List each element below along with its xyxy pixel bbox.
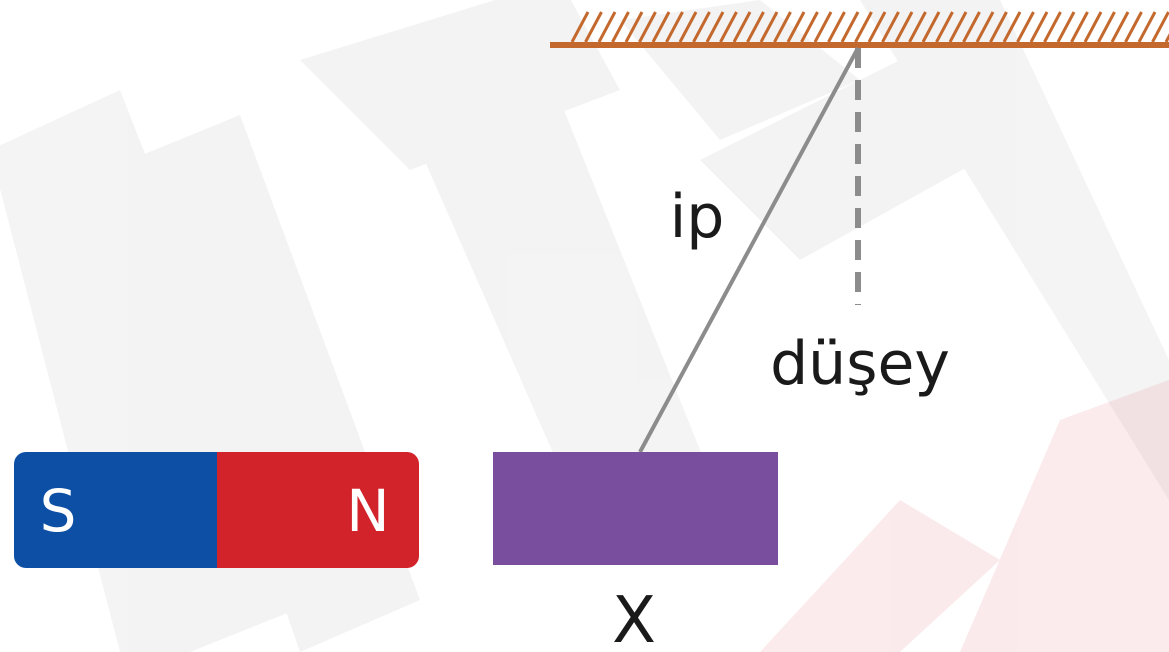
- ceiling-hatch: [1043, 11, 1062, 43]
- ceiling-hatch: [800, 11, 819, 43]
- ceiling-hatch: [1110, 11, 1130, 43]
- ceiling-hatch: [962, 11, 981, 43]
- ceiling-hatch: [678, 11, 698, 43]
- ceiling-hatch: [570, 11, 590, 43]
- ceiling-hatch: [759, 11, 779, 43]
- ceiling-hatch: [651, 11, 671, 43]
- ceiling-hatch: [840, 11, 860, 43]
- object-x-label: X: [612, 584, 656, 652]
- ceiling-hatch: [948, 11, 968, 43]
- ceiling-hatch: [867, 11, 887, 43]
- ceiling-hatch: [881, 11, 900, 43]
- ceiling-hatch: [732, 11, 752, 43]
- ceiling-hatch: [624, 11, 644, 43]
- ceiling-hatch: [813, 11, 833, 43]
- ceiling-hatch: [1151, 11, 1169, 43]
- ceiling-hatch: [1083, 11, 1103, 43]
- ceiling-hatch: [719, 11, 738, 43]
- ceiling-hatch: [1097, 11, 1116, 43]
- ceiling-hatch: [1137, 11, 1157, 43]
- magnet-south-label: S: [40, 477, 77, 545]
- ceiling-hatch: [827, 11, 846, 43]
- ceiling-hatch: [773, 11, 792, 43]
- ceiling-hatch: [705, 11, 725, 43]
- bar-magnet: S N: [14, 452, 419, 568]
- ceiling-hatch: [854, 11, 873, 43]
- ceiling-hatch: [989, 11, 1008, 43]
- vertical-label: düşey: [770, 329, 950, 399]
- ceiling-hatch: [921, 11, 941, 43]
- ceiling-hatch: [1016, 11, 1035, 43]
- ceiling-hatch: [692, 11, 711, 43]
- ceiling-hatch: [1056, 11, 1076, 43]
- ceiling-hatch: [665, 11, 684, 43]
- ceiling: [550, 11, 1169, 48]
- ceiling-hatch: [597, 11, 617, 43]
- ceiling-hatch: [908, 11, 927, 43]
- object-x-block: [493, 452, 778, 565]
- ceiling-hatch: [1070, 11, 1089, 43]
- ceiling-hatch: [935, 11, 954, 43]
- magnet-north-label: N: [346, 477, 389, 545]
- ceiling-hatch: [894, 11, 914, 43]
- rope-line: [638, 47, 860, 453]
- magnet-south-pole: [14, 452, 217, 568]
- ceiling-hatch: [746, 11, 765, 43]
- ceiling-hatch: [1002, 11, 1022, 43]
- ceiling-bar: [550, 42, 1169, 48]
- ceiling-hatch: [611, 11, 630, 43]
- ceiling-hatch: [1029, 11, 1049, 43]
- magnet-north-pole: [217, 452, 419, 568]
- rope-label: ip: [670, 182, 725, 252]
- ceiling-hatch: [638, 11, 657, 43]
- ceiling-hatch: [1124, 11, 1143, 43]
- ceiling-hatch: [786, 11, 806, 43]
- ceiling-hatch: [975, 11, 995, 43]
- ceiling-hatch: [584, 11, 603, 43]
